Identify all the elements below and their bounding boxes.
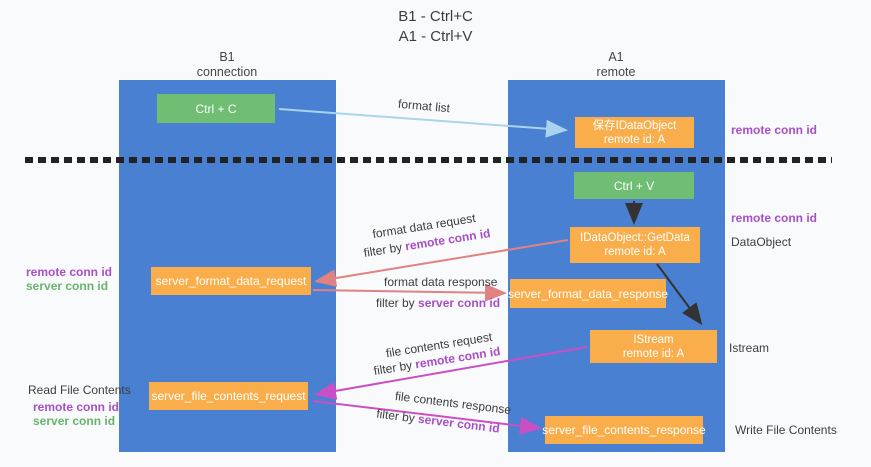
istream-line2: remote id: A [622,347,685,360]
server-format-data-response-box: server_format_data_response [507,279,669,308]
getdata-box: IDataObject::GetData remote id: A [570,227,700,263]
server-conn-id-text: server conn id [33,414,116,428]
remote-conn-id-annotation-mid: remote conn id [731,211,818,225]
left-bottom-conn-id-annotation: remote conn id server conn id [33,400,119,428]
format-list-label: format list [397,96,451,116]
server-file-contents-response-label: server_file_contents_response [542,423,706,437]
right-column-name: A1 [608,50,624,64]
filter-by-prefix: filter by [376,296,419,310]
title-line-2: A1 - Ctrl+V [398,28,473,45]
getdata-line1: IDataObject::GetData [580,232,690,244]
dashed-separator-line [25,157,832,163]
ctrl-c-label: Ctrl + C [195,101,237,116]
filter-by-prefix: filter by [375,406,420,426]
ctrl-v-label: Ctrl + V [613,178,655,193]
ctrl-c-box: Ctrl + C [157,94,275,123]
remote-conn-id-text: remote conn id [33,400,120,414]
server-conn-id-highlight: server conn id [418,296,501,310]
server-format-data-request-box: server_format_data_request [151,267,311,295]
filter-by-prefix: filter by [362,239,407,260]
istream-box: IStream remote id: A [590,330,717,363]
filter-by-prefix: filter by [372,357,417,378]
left-column-header: B1 connection [127,50,327,80]
server-file-contents-request-box: server_file_contents_request [149,382,308,410]
right-column-header: A1 remote [516,50,716,80]
format-data-response-arrow [312,283,507,302]
save-dataobject-line2: remote id: A [603,133,666,146]
title-line-1: B1 - Ctrl+C [398,8,473,25]
server-file-contents-response-box: server_file_contents_response [542,416,706,444]
remote-conn-id-annotation-top: remote conn id [731,123,818,137]
server-conn-id-highlight: server conn id [417,411,501,436]
save-dataobject-box: 保存IDataObject remote id: A [575,117,694,148]
format-data-response-label: format data response [384,275,498,289]
diagram-title: B1 - Ctrl+C A1 - Ctrl+V [0,7,871,47]
dataobject-annotation: DataObject [731,235,792,249]
istream-annotation: Istream [729,341,770,355]
ctrl-v-box: Ctrl + V [574,172,694,199]
format-data-response-filter-label: filter by server conn id [376,296,500,310]
left-column-name: B1 [219,50,235,64]
save-dataobject-line1: 保存IDataObject [592,119,677,132]
server-conn-id-text: server conn id [26,279,109,293]
server-format-data-request-label: server_format_data_request [155,274,307,288]
server-format-data-response-label: server_format_data_response [507,286,669,301]
istream-line1: IStream [633,333,674,346]
read-file-contents-annotation: Read File Contents [28,383,131,397]
remote-conn-id-text: remote conn id [26,265,113,279]
right-column-subtitle: remote [596,65,636,79]
left-mid-conn-id-annotation: remote conn id server conn id [26,265,112,293]
left-column-subtitle: connection [196,65,258,79]
server-file-contents-request-label: server_file_contents_request [151,389,306,403]
getdata-line2: remote id: A [604,246,666,258]
write-file-contents-annotation: Write File Contents [735,423,837,437]
